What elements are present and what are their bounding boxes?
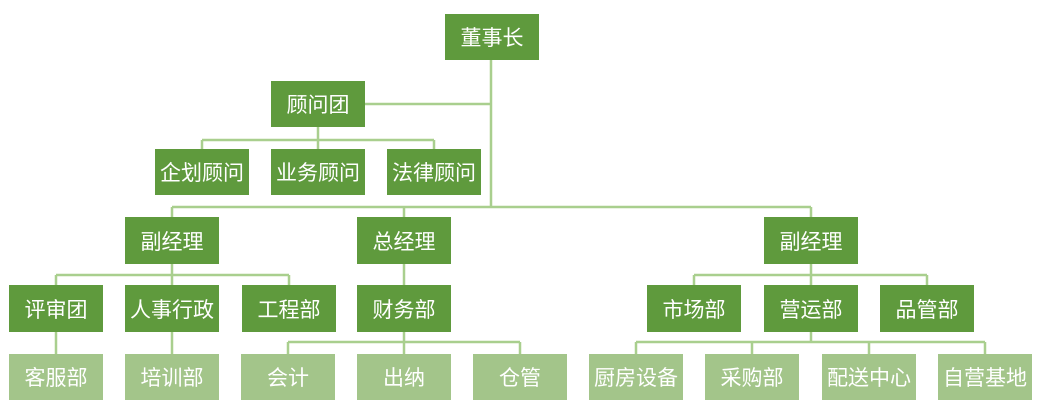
dept-finance-box: 财务部 [357,285,451,332]
unit-training-box: 培训部 [125,354,219,400]
advisory-group-box: 顾问团 [271,81,365,127]
dept-quality-box: 品管部 [880,285,974,332]
unit-accounting-box: 会计 [241,354,335,400]
advisor-planning-box: 企划顾问 [155,149,249,195]
left-sub-links [54,332,174,354]
advisor-business-box: 业务顾问 [271,149,365,195]
advisory-drops [200,140,436,149]
unit-kitchen-equipment-box: 厨房设备 [589,354,683,400]
management-drops [170,207,813,217]
chairman-box: 董事长 [445,14,539,60]
unit-cashier-box: 出纳 [357,354,451,400]
vice-manager-right-box: 副经理 [764,217,858,264]
advisor-legal-box: 法律顾问 [387,149,481,195]
dept-operations-box: 营运部 [764,285,858,332]
dept-review-box: 评审团 [9,285,103,332]
dept-marketing-box: 市场部 [647,285,741,332]
unit-warehouse-box: 仓管 [473,354,567,400]
right-vm-drops [692,275,929,285]
unit-own-base-box: 自营基地 [938,354,1032,400]
dept-hr-admin-box: 人事行政 [125,285,219,332]
unit-distribution-box: 配送中心 [822,354,916,400]
dept-engineering-box: 工程部 [242,285,336,332]
general-manager-box: 总经理 [357,217,451,264]
left-vm-drops [54,275,291,285]
unit-customer-service-box: 客服部 [9,354,103,400]
unit-purchasing-box: 采购部 [705,354,799,400]
finance-drops [286,342,522,354]
ops-drops [634,342,987,354]
vice-manager-left-box: 副经理 [125,217,219,264]
